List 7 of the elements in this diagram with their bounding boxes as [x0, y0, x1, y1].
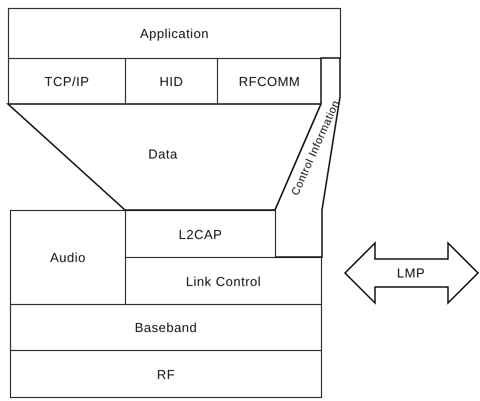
layer-label: Data — [148, 146, 178, 162]
layer-box: Application — [8, 8, 341, 59]
layer-label: LMP — [396, 266, 426, 280]
layer-box: Audio — [10, 210, 126, 305]
layer-box: Baseband — [10, 304, 322, 351]
layer-box: RF — [10, 350, 322, 398]
layer-box: L2CAP — [125, 210, 276, 258]
